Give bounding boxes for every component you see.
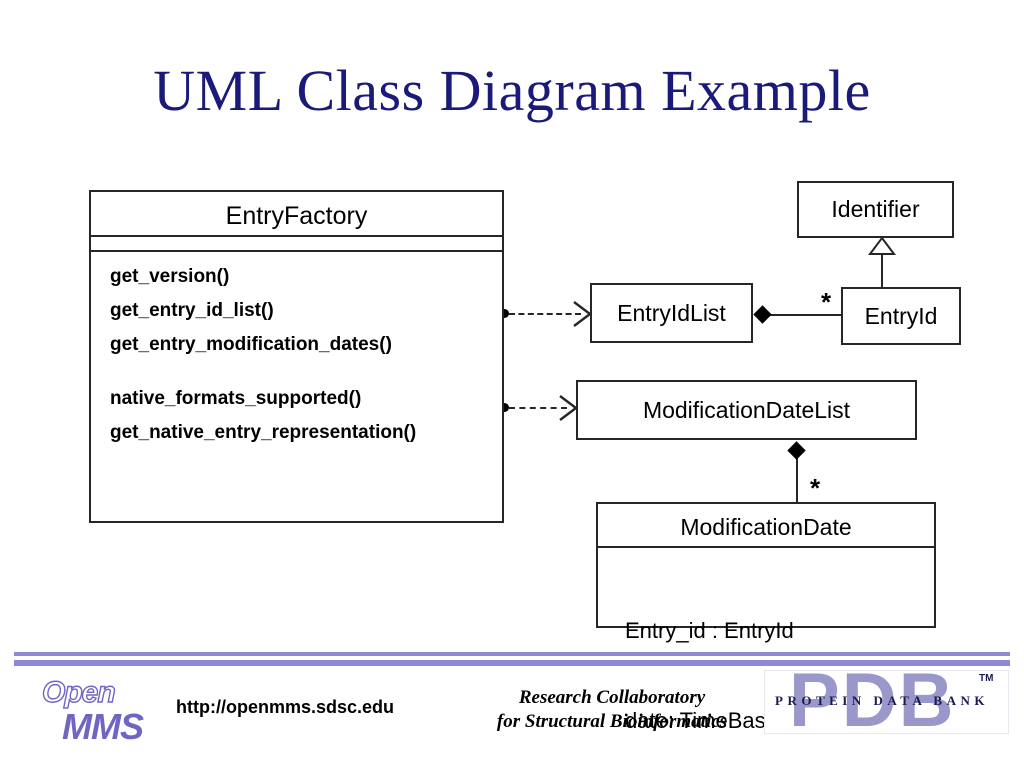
rcsb-caption-line1: Research Collaboratory: [518, 687, 706, 708]
uml-class-entryidlist[interactable]: EntryIdList: [590, 283, 753, 343]
footer-divider-lower: [14, 660, 1010, 666]
rcsb-caption-line2: for Structural Bioinformatics: [496, 711, 728, 732]
multiplicity-modificationdate: *: [810, 473, 821, 503]
class-name-entryid: EntryId: [864, 303, 938, 329]
pdb-logo: PDB PROTEIN DATA BANK TM: [764, 663, 1009, 739]
compartment-divider-attributes: [598, 546, 934, 548]
openmms-logo: Open MMS: [36, 675, 156, 748]
dependency-line-entryidlist: [509, 313, 581, 315]
operations-spacer: [110, 362, 416, 382]
operation-get-entry-modification-dates: get_entry_modification_dates(): [110, 334, 392, 355]
compartment-divider-top: [91, 235, 502, 237]
attribute-entry-id: Entry_id : EntryId: [625, 618, 794, 643]
operation-get-native-entry-representation: get_native_entry_representation(): [110, 422, 417, 443]
composition-line-entryid: [762, 314, 842, 316]
operation-native-formats-supported: native_formats_supported(): [110, 388, 362, 409]
page-title: UML Class Diagram Example: [153, 58, 871, 123]
dependency-source-dot-modificationdatelist: [500, 403, 509, 412]
uml-class-modificationdate[interactable]: ModificationDate Entry_id : EntryId date…: [596, 502, 936, 733]
pdb-logo-letters: PDB: [789, 658, 956, 743]
class-name-entryfactory: EntryFactory: [225, 202, 368, 230]
generalization-arrowhead-identifier: [868, 236, 896, 255]
pdb-logo-trademark: TM: [979, 673, 994, 684]
composition-line-modificationdate: [796, 452, 798, 504]
rcsb-caption: Research Collaboratory for Structural Bi…: [487, 686, 737, 734]
uml-class-entryid[interactable]: EntryId: [841, 287, 961, 345]
multiplicity-entryid: *: [821, 287, 832, 317]
pdb-logo-subtitle: PROTEIN DATA BANK: [775, 693, 989, 708]
composition-diamond-entryidlist: [753, 305, 772, 324]
dependency-source-dot-entryidlist: [500, 309, 509, 318]
compartment-divider-bottom: [91, 250, 502, 252]
operation-get-entry-id-list: get_entry_id_list(): [110, 300, 274, 321]
openmms-logo-word-open: Open: [41, 675, 116, 709]
footer-url-text[interactable]: http://openmms.sdsc.edu: [176, 697, 395, 717]
operations-list-entryfactory: get_version() get_entry_id_list() get_en…: [110, 260, 416, 450]
footer-divider-upper: [14, 652, 1010, 656]
openmms-logo-word-mms: MMS: [62, 706, 144, 747]
composition-diamond-modificationdatelist: [787, 441, 806, 460]
class-name-identifier: Identifier: [831, 196, 920, 222]
class-name-entryidlist: EntryIdList: [617, 300, 726, 326]
uml-class-entryfactory[interactable]: EntryFactory get_version() get_entry_id_…: [89, 190, 504, 523]
dependency-line-modificationdatelist: [509, 407, 567, 409]
uml-class-identifier[interactable]: Identifier: [797, 181, 954, 238]
class-name-modificationdate: ModificationDate: [680, 514, 852, 540]
uml-class-modificationdatelist[interactable]: ModificationDateList: [576, 380, 917, 440]
operation-get-version: get_version(): [110, 266, 230, 287]
generalization-line-identifier: [881, 252, 883, 288]
class-name-modificationdatelist: ModificationDateList: [642, 397, 851, 423]
